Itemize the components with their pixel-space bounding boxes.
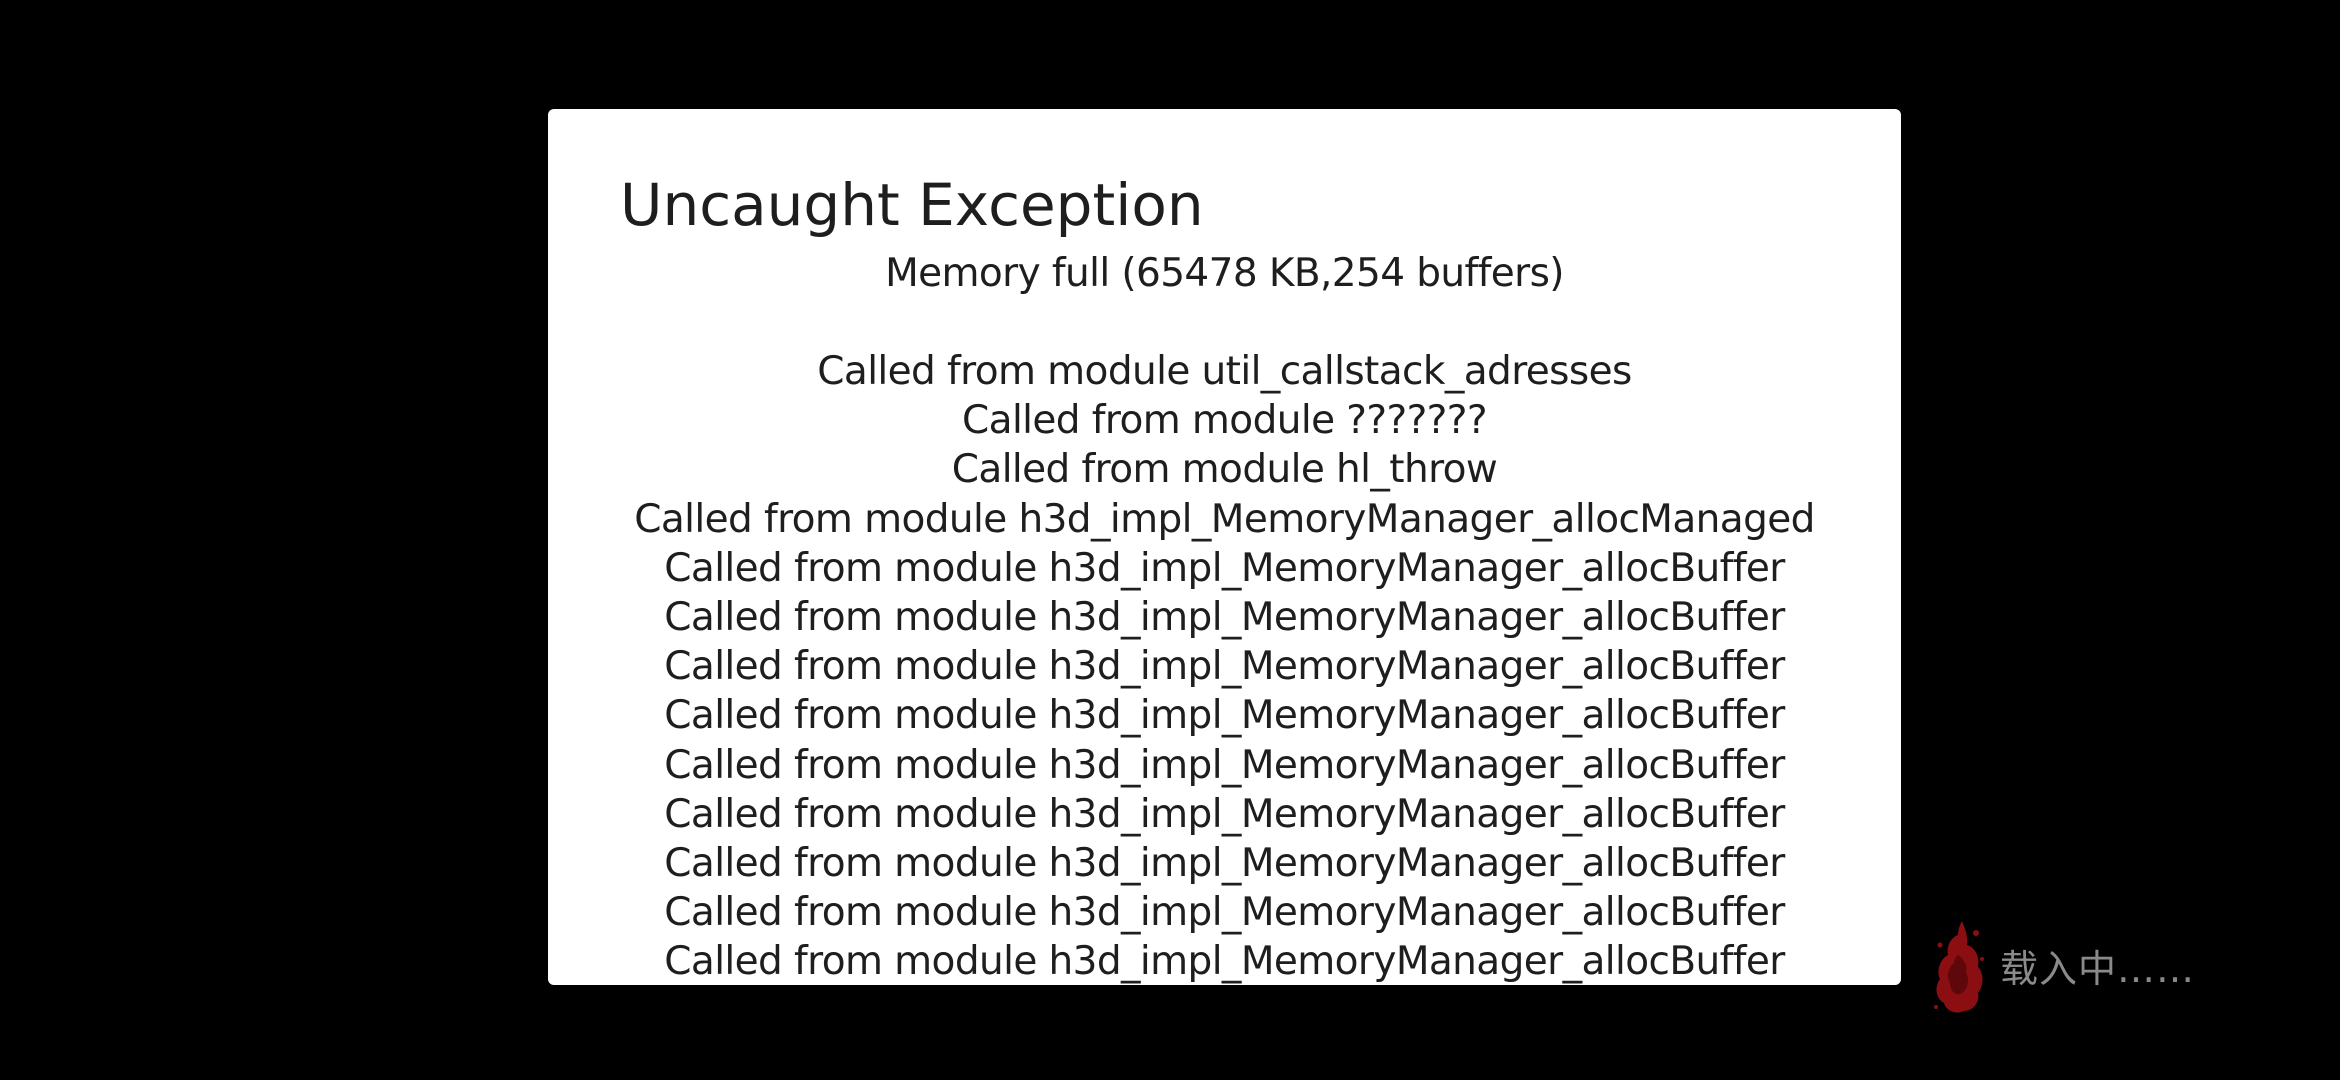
callstack-line: Called from module h3d_impl_MemoryManage…: [664, 890, 1785, 936]
loading-text: 载入中……: [2000, 946, 2196, 991]
callstack-line: Called from module h3d_impl_MemoryManage…: [664, 595, 1785, 641]
exception-dialog: Uncaught Exception Memory full (65478 KB…: [548, 109, 1901, 985]
callstack-line: Called from module h3d_impl_MemoryManage…: [664, 644, 1785, 690]
callstack-line: Called from module h3d_impl_MemoryManage…: [664, 939, 1785, 985]
loading-indicator: 载入中……: [1932, 915, 2195, 1015]
callstack-line: Called from module util_callstack_adress…: [817, 349, 1632, 394]
callstack-line: Called from module hl_throw: [951, 447, 1498, 493]
callstack-list: Called from module util_callstack_adress…: [548, 347, 1901, 985]
callstack-line: Called from module h3d_impl_MemoryManage…: [664, 791, 1785, 837]
error-message: Memory full (65478 KB,254 buffers): [885, 251, 1564, 296]
callstack-line: Called from module h3d_impl_MemoryManage…: [664, 693, 1785, 739]
callstack-line: Called from module h3d_impl_MemoryManage…: [664, 742, 1785, 788]
callstack-line: Called from module h3d_impl_MemoryManage…: [664, 545, 1785, 591]
dialog-title: Uncaught Exception: [620, 171, 1204, 239]
callstack-line: Called from module ???????: [962, 398, 1488, 444]
blood-splatter-icon: [1934, 921, 1984, 1013]
callstack-line: Called from module h3d_impl_MemoryManage…: [634, 496, 1815, 542]
callstack-line: Called from module h3d_impl_MemoryManage…: [664, 841, 1785, 887]
